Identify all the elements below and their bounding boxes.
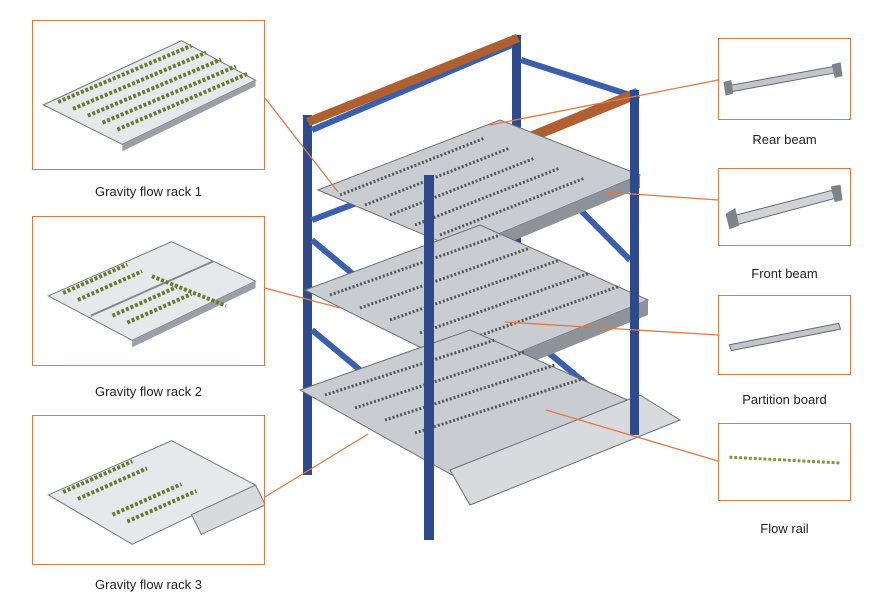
rack1-detail-box [32, 20, 265, 170]
front-right-upright [630, 90, 639, 435]
rear-beam-image [723, 62, 843, 96]
front-beam-detail-box [718, 168, 851, 246]
rear-beam-caption: Rear beam [752, 132, 817, 147]
partition-board-caption: Partition board [742, 392, 827, 407]
rear-beam-detail-box [718, 38, 851, 120]
rack1-caption: Gravity flow rack 1 [95, 184, 202, 199]
front-beam-caption: Front beam [751, 266, 818, 281]
front-left-upright [424, 175, 434, 540]
partition-board-image [728, 322, 842, 352]
gravity-flow-rack-2-image [47, 241, 257, 348]
partition-board-detail-box [718, 295, 851, 375]
gravity-flow-rack-1-image [42, 40, 257, 152]
rack3-caption: Gravity flow rack 3 [95, 577, 202, 592]
front-beam-image [725, 184, 843, 230]
rear-left-upright [303, 115, 312, 475]
shelf-level-3 [298, 329, 682, 506]
rack3-detail-box [32, 415, 265, 565]
rack2-caption: Gravity flow rack 2 [95, 384, 202, 399]
flow-rail-caption: Flow rail [760, 521, 809, 536]
flow-rail-image [729, 455, 841, 465]
gravity-flow-rack-3-image [47, 440, 264, 545]
rack2-detail-box [32, 216, 265, 366]
flow-rail-detail-box [718, 423, 851, 501]
top-rear-beam [306, 34, 520, 126]
